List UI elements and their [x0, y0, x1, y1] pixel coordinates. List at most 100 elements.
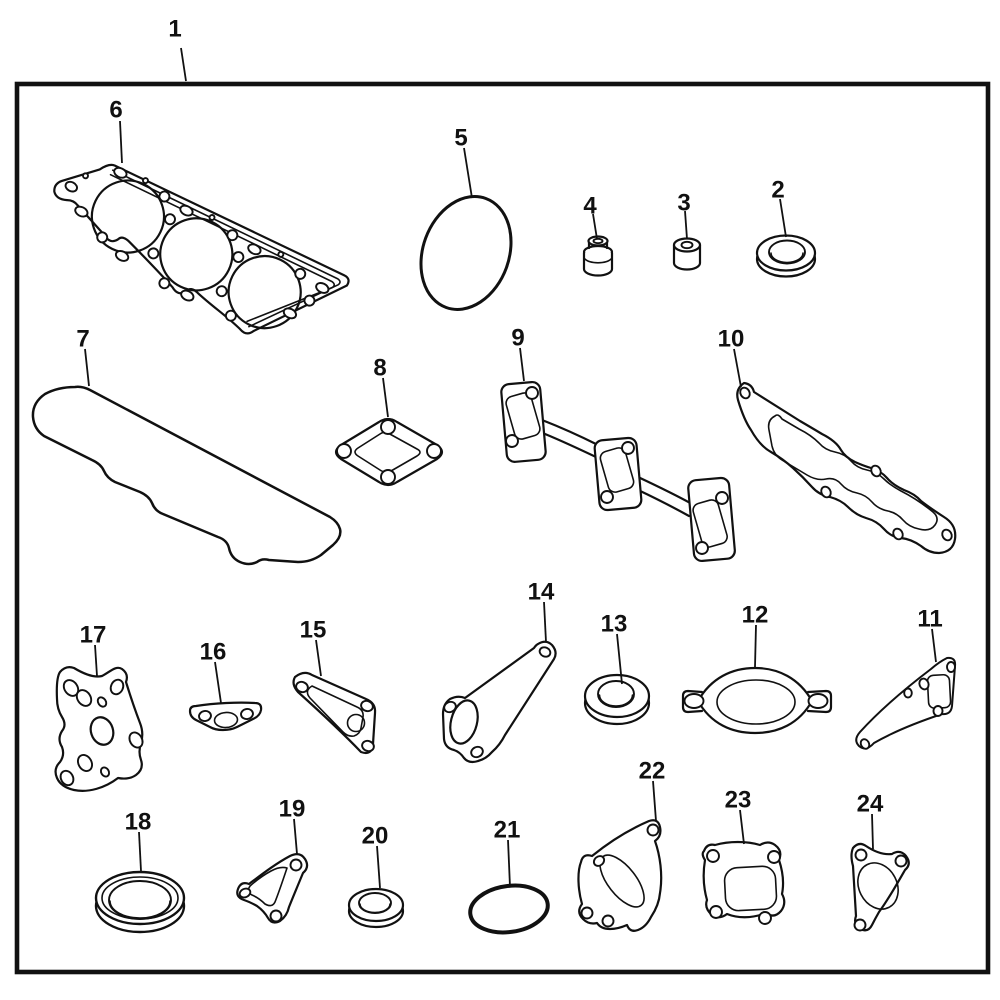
- part-6-cylinder-head-gasket: [53, 163, 350, 335]
- part-3-bushing-seal: [672, 237, 702, 271]
- bolt-hole: [621, 441, 635, 455]
- callout-13-leader: [616, 633, 623, 685]
- triangle-opening: [247, 866, 288, 907]
- part-14-water-pump-gasket: [441, 640, 557, 764]
- callout-6: 6: [109, 97, 123, 164]
- callout-5: 5: [454, 125, 473, 199]
- bolt-hole: [426, 443, 442, 459]
- part-2-sealing-washer: [755, 234, 817, 278]
- callout-24: 24: [857, 791, 884, 850]
- callout-5-label: 5: [454, 125, 467, 152]
- gasket-layer-edge-line: [109, 173, 336, 323]
- bolt-hole: [903, 687, 913, 699]
- bolt-hole: [592, 237, 604, 245]
- bolt-hole: [894, 854, 908, 868]
- callout-11-label: 11: [917, 606, 942, 633]
- callout-16-label: 16: [200, 639, 227, 666]
- bolt-hole: [758, 911, 772, 925]
- bolt-hole: [680, 240, 694, 250]
- bolt-hole: [128, 731, 144, 749]
- flange-center-opening: [213, 711, 239, 729]
- bolt-hole: [113, 166, 128, 179]
- callout-5-leader: [463, 147, 473, 199]
- bolt-hole: [158, 190, 171, 203]
- callout-6-leader: [119, 120, 123, 164]
- pump-gasket-opening: [449, 699, 479, 745]
- cover-gasket-outline: [855, 656, 957, 750]
- bolt-hole: [238, 887, 252, 899]
- callout-23-leader: [739, 809, 745, 845]
- callout-21-leader: [507, 839, 511, 888]
- boss-circle: [346, 713, 366, 733]
- bolt-hole: [215, 285, 228, 298]
- bolt-hole: [208, 214, 216, 221]
- part-20-small-seal-ring: [347, 887, 405, 929]
- bolt-hole: [147, 247, 160, 260]
- cylinder-bore: [227, 255, 302, 330]
- callout-15: 15: [300, 617, 326, 677]
- bolt-hole: [859, 738, 871, 750]
- bolt-hole: [282, 307, 298, 320]
- bolt-hole: [767, 850, 781, 864]
- part-15-pump-cover-gasket: [292, 671, 377, 755]
- callout-19: 19: [279, 796, 305, 855]
- kit-boundary-box: [14, 81, 991, 975]
- bolt-hole: [715, 491, 729, 505]
- callout-7: 7: [76, 326, 90, 387]
- gasket-layer-edge-line: [111, 169, 341, 328]
- callout-9: 9: [511, 325, 525, 382]
- bolt-hole: [269, 909, 283, 923]
- port-opening: [505, 392, 541, 440]
- callout-16-leader: [214, 661, 222, 704]
- bolt-hole: [198, 710, 212, 722]
- callout-18-leader: [138, 831, 142, 872]
- callout-23: 23: [725, 787, 751, 845]
- bolt-hole: [226, 229, 239, 242]
- bolt-hole: [179, 204, 194, 217]
- bolt-hole: [646, 823, 660, 837]
- callout-7-label: 7: [76, 326, 89, 353]
- callout-14-label: 14: [528, 579, 555, 606]
- bolt-hole: [99, 766, 111, 778]
- callout-18: 18: [125, 809, 152, 872]
- callout-2-leader: [779, 198, 787, 238]
- bolt-hole: [109, 678, 125, 696]
- bolt-hole: [75, 689, 93, 707]
- bolt-hole: [82, 172, 89, 180]
- bolt-hole: [114, 250, 130, 262]
- callout-3-leader: [684, 210, 688, 240]
- bolt-hole: [853, 918, 867, 932]
- bolt-hole: [62, 679, 80, 697]
- bolt-hole: [706, 849, 720, 863]
- seal-body: [582, 251, 614, 277]
- part-10-intake-manifold-gasket: [736, 381, 957, 555]
- part-21-o-ring: [468, 883, 550, 935]
- part-11-side-cover-gasket: [855, 656, 957, 750]
- bolt-hole: [240, 708, 254, 720]
- callout-12-label: 12: [742, 602, 769, 629]
- triangle-gasket-outline: [236, 852, 309, 924]
- part-16-small-flange-gasket: [188, 701, 263, 732]
- bolt-hole: [295, 680, 309, 694]
- bolt-hole: [683, 693, 705, 709]
- callout-9-label: 9: [511, 325, 524, 352]
- bolt-hole: [96, 696, 108, 708]
- callout-15-leader: [315, 639, 322, 677]
- bolt-hole: [108, 880, 172, 920]
- callout-1-leader: [180, 47, 187, 82]
- callout-6-label: 6: [109, 97, 122, 124]
- callout-7-leader: [84, 348, 90, 387]
- bolt-hole: [768, 239, 806, 265]
- o-ring-outline: [468, 883, 550, 935]
- bolt-hole: [854, 848, 868, 862]
- cylinder-bore: [90, 179, 166, 254]
- bolt-hole: [918, 677, 930, 691]
- bolt-hole: [932, 705, 944, 717]
- callout-3: 3: [677, 190, 691, 240]
- seal-groove: [584, 258, 612, 264]
- bolt-hole: [505, 434, 519, 448]
- callout-18-label: 18: [125, 809, 152, 836]
- bolt-hole: [380, 419, 396, 435]
